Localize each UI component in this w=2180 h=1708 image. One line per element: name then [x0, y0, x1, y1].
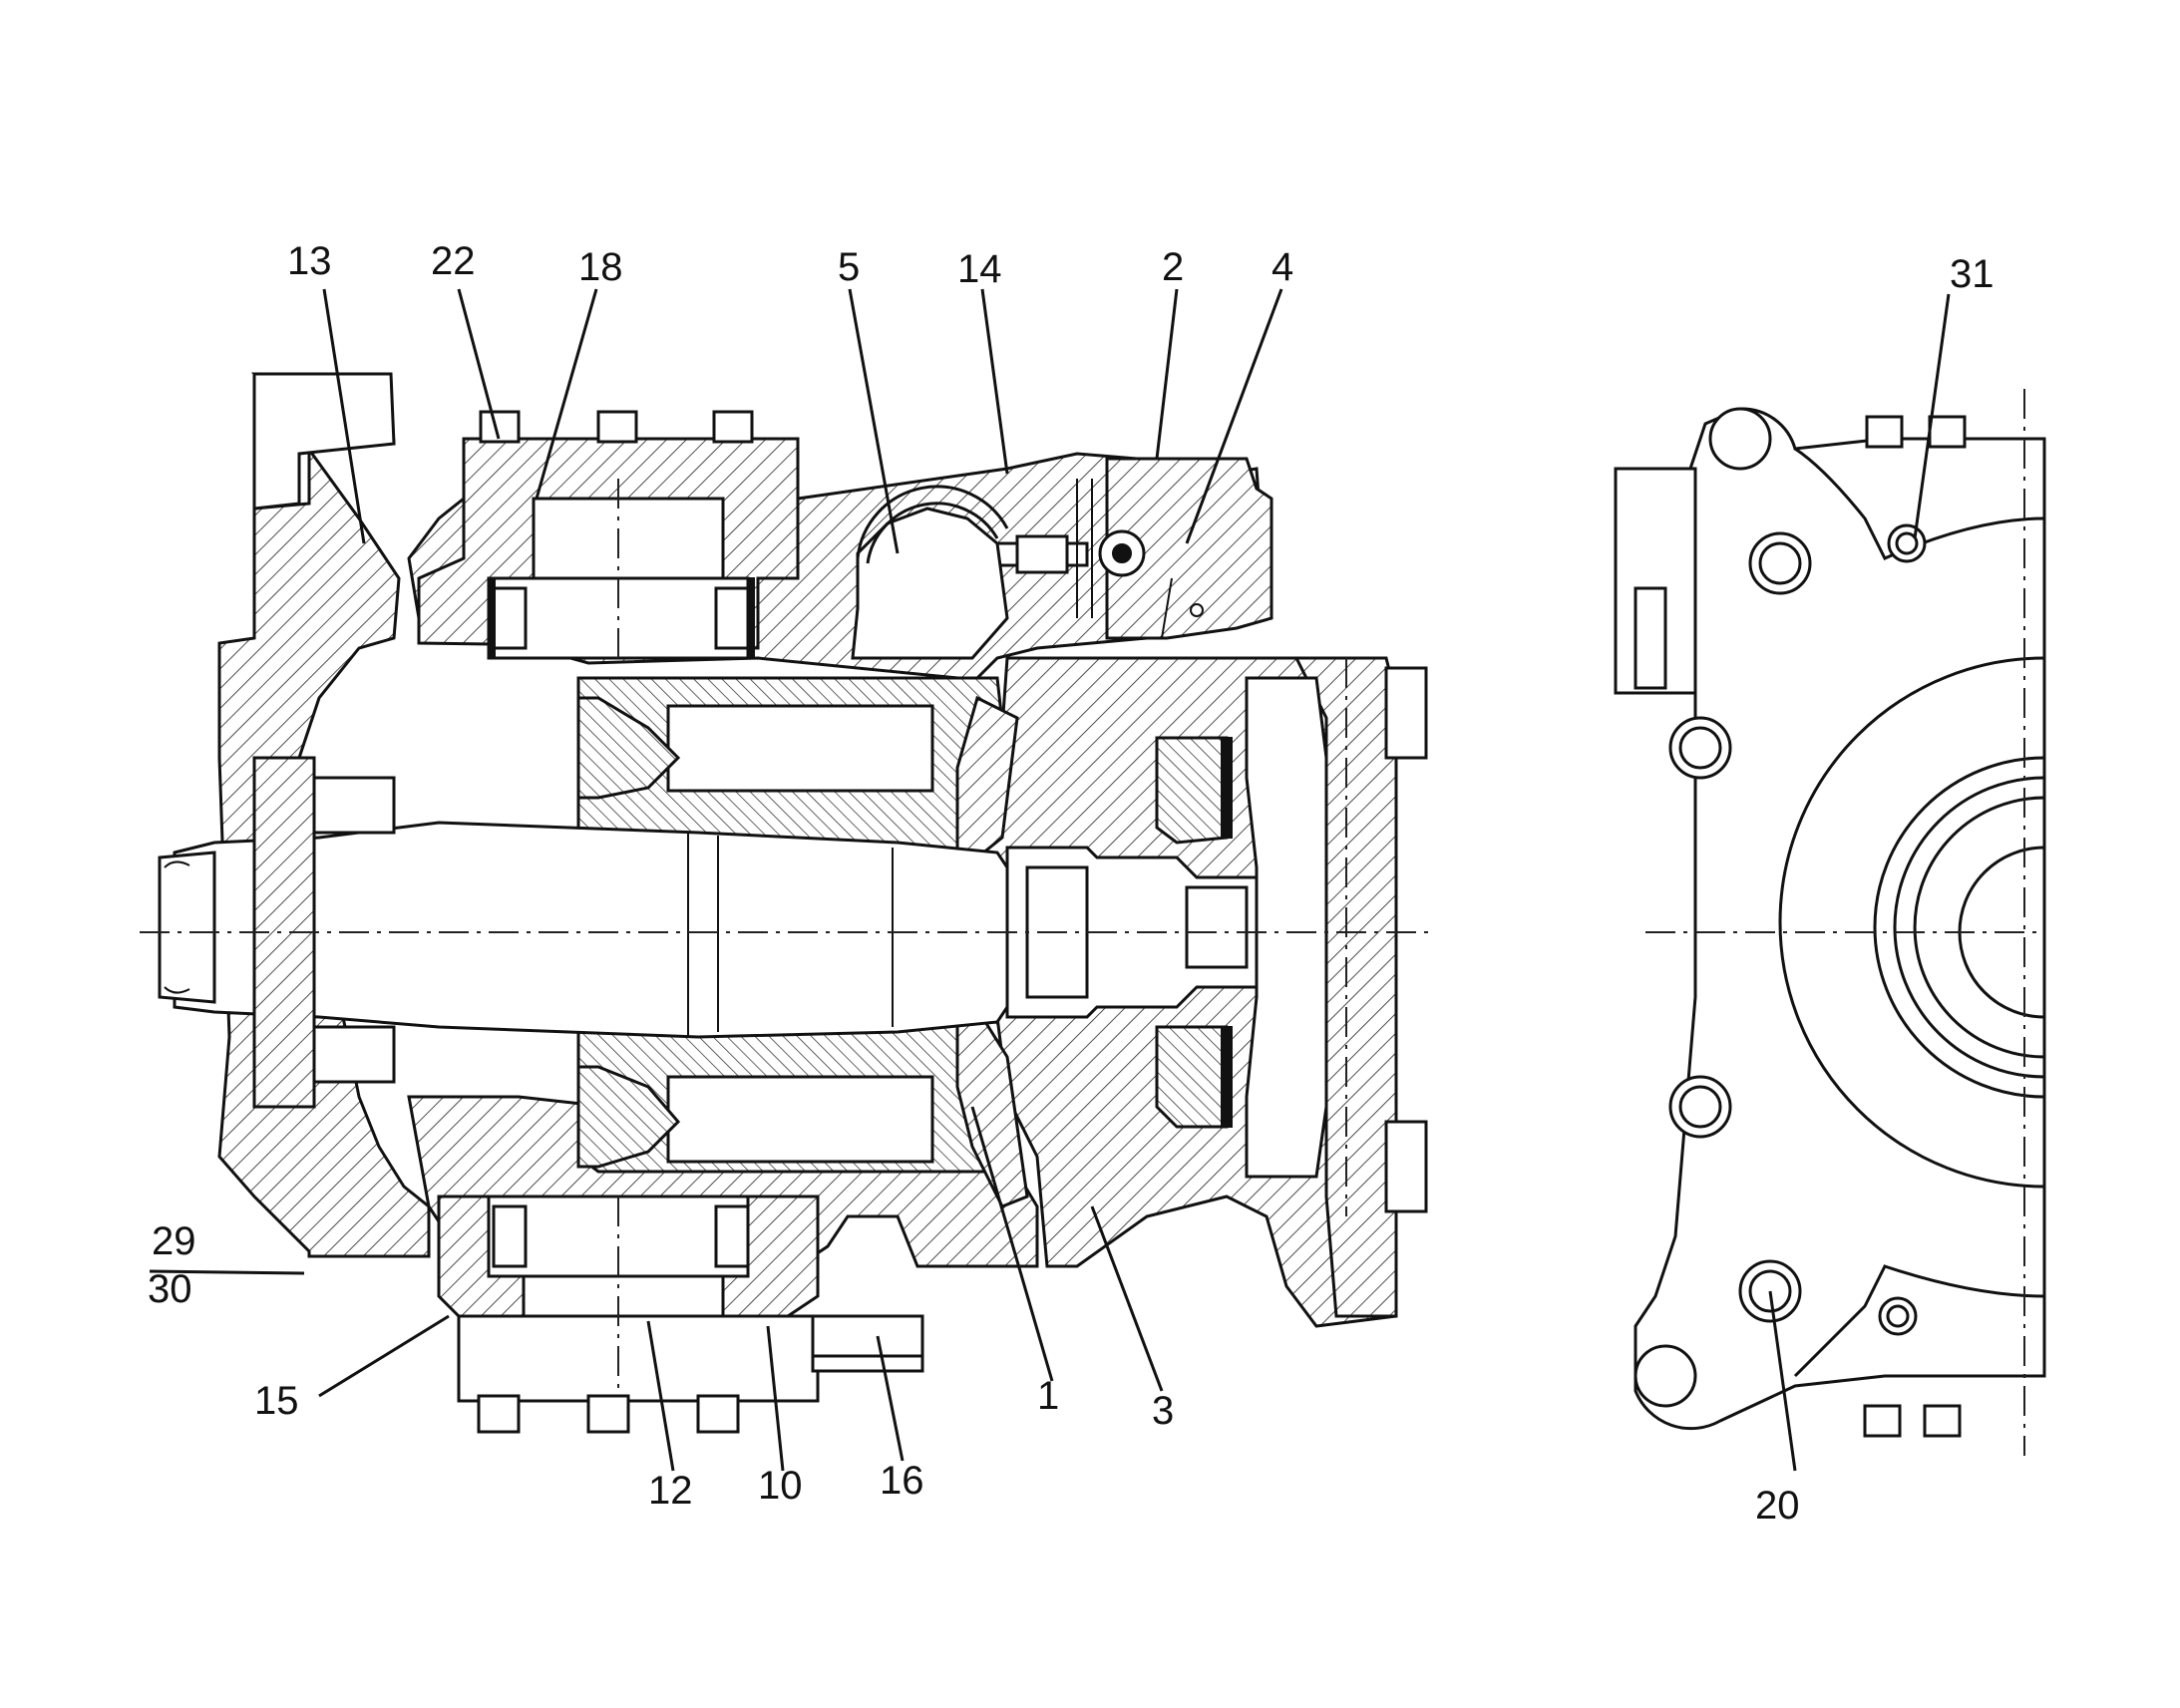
callout-5: 5 — [838, 245, 861, 289]
callout-1: 1 — [1037, 1374, 1060, 1418]
bearing-top-outer — [532, 497, 725, 590]
shaft-end-stub — [158, 851, 216, 1004]
end-view — [1614, 389, 2046, 1456]
piston-top — [666, 704, 934, 793]
bolt-bottom-1 — [477, 1394, 521, 1434]
callout-30: 30 — [148, 1267, 192, 1311]
rear-flange-boss-top — [1384, 666, 1428, 760]
callout-22: 22 — [431, 239, 476, 283]
big-arc-4 — [1913, 796, 2045, 1059]
servo-arc-inner — [866, 502, 999, 564]
front-bearing-bottom — [307, 1025, 396, 1084]
bolt-hole-2 — [1748, 531, 1812, 595]
small-bolt-31 — [1887, 523, 1927, 563]
leader-lines — [149, 288, 1951, 1472]
slipper-top — [576, 696, 681, 800]
bearing-bottom-roller-l — [492, 1204, 528, 1268]
charge-pump-disc-top — [1155, 736, 1229, 845]
control-spool-body — [1015, 534, 1069, 574]
callout-2: 2 — [1162, 245, 1185, 289]
end-view-inner-contour — [1794, 447, 2045, 560]
front-bearing-top — [307, 776, 396, 835]
callout-29: 29 — [152, 1219, 196, 1263]
end-cover-neck — [252, 372, 396, 511]
servo-arc — [856, 485, 1009, 559]
bolt-hole-3 — [1668, 716, 1732, 780]
bolt-hole-4 — [1668, 1075, 1732, 1139]
big-arc-2 — [1873, 756, 2045, 1099]
callout-14: 14 — [957, 247, 1002, 291]
bolt-bottom-3 — [696, 1394, 740, 1434]
control-ball-inner — [1112, 543, 1132, 563]
section-view — [140, 372, 1436, 1434]
rear-cover-cavity — [1245, 676, 1328, 1179]
bottom-flange — [457, 1314, 820, 1403]
bolt-top-2 — [596, 410, 638, 444]
rear-flange-boss-bottom — [1384, 1120, 1428, 1213]
callout-16: 16 — [880, 1459, 924, 1503]
callout-3: 3 — [1152, 1389, 1175, 1433]
callout-10: 10 — [758, 1464, 803, 1508]
charge-pump-disc-bottom — [1155, 1025, 1229, 1129]
callout-31: 31 — [1950, 252, 1995, 296]
callout-20: 20 — [1755, 1484, 1800, 1528]
big-arc-outer — [1778, 656, 2045, 1189]
bearing-top-roller-r — [714, 586, 750, 650]
piston-bottom — [666, 1075, 934, 1164]
control-valve-block — [1105, 457, 1273, 640]
callout-12: 12 — [648, 1469, 693, 1513]
small-bolt-lower — [1878, 1296, 1918, 1336]
bolt-top-3 — [712, 410, 754, 444]
callout-4: 4 — [1272, 245, 1294, 289]
big-arc-3 — [1893, 776, 2045, 1079]
callout-18: 18 — [578, 245, 623, 289]
slipper-bottom — [576, 1065, 681, 1169]
bolt-hole-1 — [1708, 407, 1772, 471]
bolt-hole-6 — [1634, 1344, 1697, 1408]
callout-15: 15 — [254, 1379, 299, 1423]
callout-13: 13 — [287, 239, 332, 283]
servo-cavity — [851, 507, 1009, 660]
bearing-top-roller-l — [492, 586, 528, 650]
bolt-bottom-2 — [586, 1394, 630, 1434]
bearing-bottom-roller-r — [714, 1204, 750, 1268]
